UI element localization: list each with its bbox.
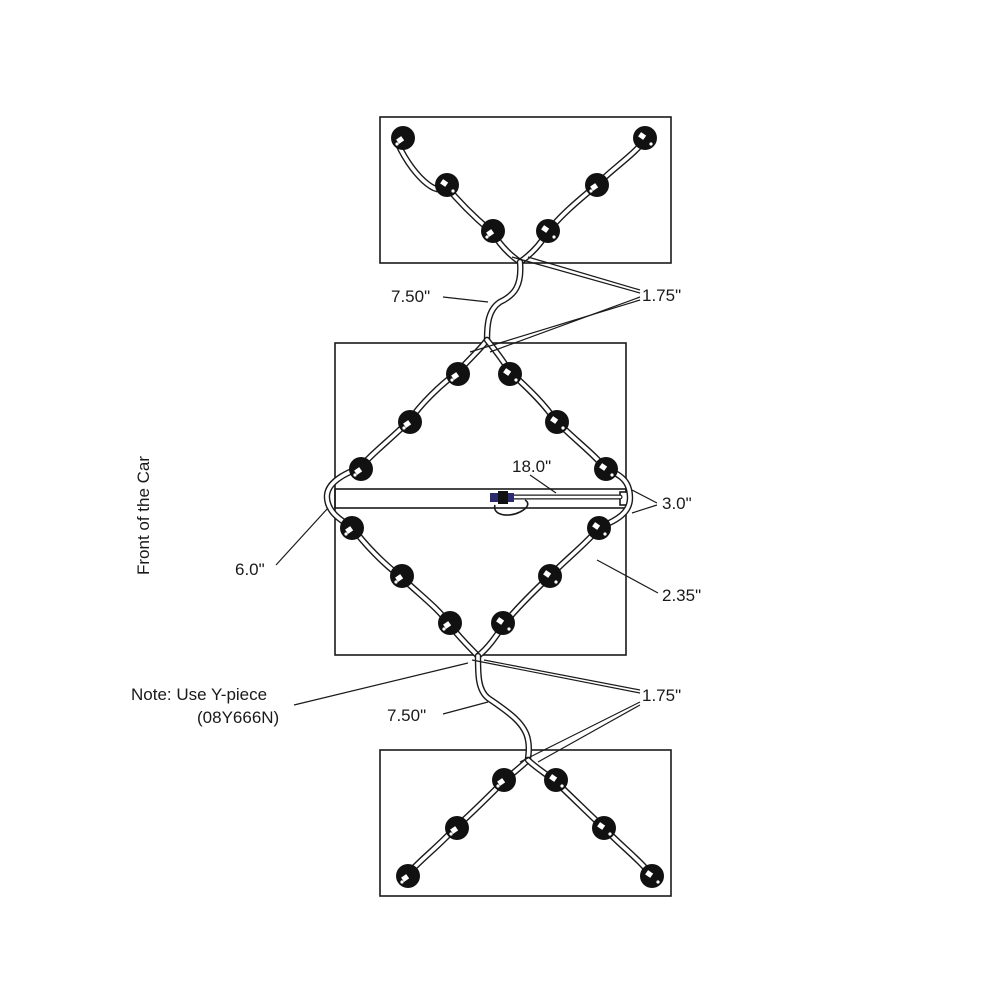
plug-body <box>498 491 508 504</box>
pod-screw-hole <box>442 627 446 631</box>
light-pod <box>438 611 462 635</box>
pod-connector-tab <box>484 227 496 239</box>
light-pod <box>544 768 568 792</box>
label-bar-gap: 3.0" <box>662 494 692 513</box>
light-pod <box>349 457 373 481</box>
light-pod <box>633 126 657 150</box>
light-pod <box>435 173 459 197</box>
plug-connector <box>490 491 529 516</box>
pod-connector-tab <box>595 820 607 832</box>
light-pod <box>340 516 364 540</box>
light-pod <box>592 816 616 840</box>
light-pod <box>445 816 469 840</box>
light-pod <box>398 410 422 434</box>
dimension-leaders <box>275 256 659 763</box>
pod-screw-hole <box>656 880 660 884</box>
pod-screw-hole <box>514 378 518 382</box>
plug-collar <box>508 493 514 502</box>
pod-connector-tab <box>548 414 560 426</box>
label-bar-length: 18.0" <box>512 457 551 476</box>
pod-connector-tab <box>494 615 506 627</box>
pod-connector-tab <box>448 824 460 836</box>
light-pod <box>498 362 522 386</box>
pod-screw-hole <box>394 580 398 584</box>
pod-connector-tab <box>501 366 513 378</box>
light-pod <box>492 768 516 792</box>
pod-connector-tab <box>541 568 553 580</box>
light-pod <box>545 410 569 434</box>
pod-screw-hole <box>552 235 556 239</box>
light-pod <box>587 516 611 540</box>
light-pod <box>594 457 618 481</box>
plug-cable <box>493 499 529 516</box>
label-left-loop: 6.0" <box>235 560 265 579</box>
light-pod <box>640 864 664 888</box>
pod-screw-hole <box>560 784 564 788</box>
pod-connector-tab <box>352 465 364 477</box>
light-pod <box>585 173 609 197</box>
label-bottom-y: 1.75" <box>642 686 681 705</box>
label-top-y: 1.75" <box>642 286 681 305</box>
light-pod <box>536 219 560 243</box>
wire-harness <box>323 133 656 880</box>
pod-connector-tab <box>547 772 559 784</box>
pod-connector-tab <box>449 370 461 382</box>
pod-screw-hole <box>496 784 500 788</box>
light-pod <box>481 219 505 243</box>
pod-connector-tab <box>590 520 602 532</box>
light-pod <box>491 611 515 635</box>
pod-connector-tab <box>343 524 355 536</box>
light-pod <box>390 564 414 588</box>
label-note-line1: Note: Use Y-piece <box>131 685 267 704</box>
pod-screw-hole <box>449 832 453 836</box>
pod-screw-hole <box>610 473 614 477</box>
pod-connector-tab <box>597 461 609 473</box>
pod-screw-hole <box>608 832 612 836</box>
pod-screw-hole <box>344 532 348 536</box>
pod-connector-tab <box>636 130 648 142</box>
pod-screw-hole <box>603 532 607 536</box>
label-right-seg: 2.35" <box>662 586 701 605</box>
pod-screw-hole <box>554 580 558 584</box>
pod-connector-tab <box>495 776 507 788</box>
pod-screw-hole <box>395 142 399 146</box>
pod-connector-tab <box>643 868 655 880</box>
pod-screw-hole <box>589 189 593 193</box>
pod-connector-tab <box>441 619 453 631</box>
light-pod <box>391 126 415 150</box>
pod-screw-hole <box>450 378 454 382</box>
pod-screw-hole <box>402 426 406 430</box>
pod-connector-tab <box>394 134 406 146</box>
pod-screw-hole <box>451 189 455 193</box>
label-front-of-car: Front of the Car <box>134 456 153 575</box>
pod-connector-tab <box>399 872 411 884</box>
light-pods <box>340 126 664 888</box>
pod-screw-hole <box>353 473 357 477</box>
label-bottom-lead: 7.50" <box>387 706 426 725</box>
light-pod <box>396 864 420 888</box>
light-pod <box>446 362 470 386</box>
pod-screw-hole <box>507 627 511 631</box>
label-note-line2: (08Y666N) <box>197 708 279 727</box>
pod-screw-hole <box>561 426 565 430</box>
pod-screw-hole <box>649 142 653 146</box>
pod-connector-tab <box>588 181 600 193</box>
plug-tip <box>490 493 498 502</box>
pod-connector-tab <box>393 572 405 584</box>
zone-box-bottom <box>379 749 672 897</box>
zone-box-top <box>379 116 672 264</box>
light-pod <box>538 564 562 588</box>
pod-screw-hole <box>400 880 404 884</box>
pod-connector-tab <box>438 177 450 189</box>
pod-connector-tab <box>401 418 413 430</box>
label-top-lead: 7.50" <box>391 287 430 306</box>
pod-screw-hole <box>485 235 489 239</box>
pod-connector-tab <box>539 223 551 235</box>
